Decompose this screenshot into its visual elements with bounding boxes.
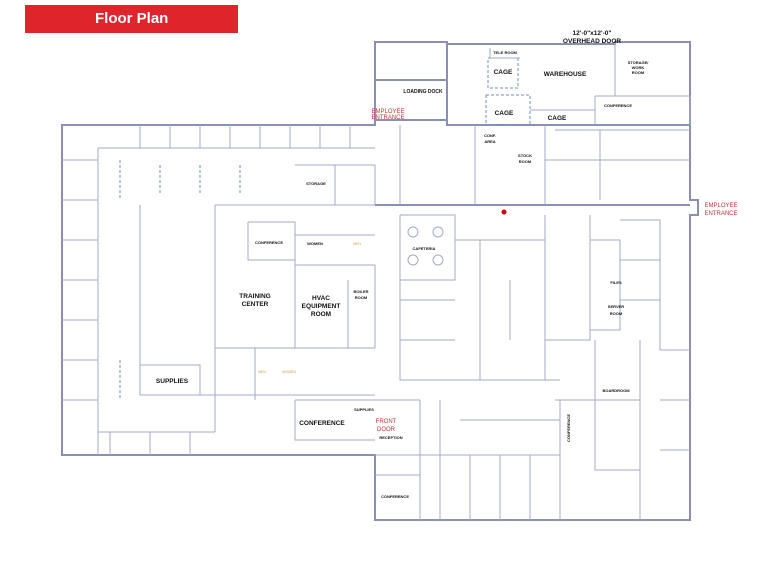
employee-entrance-label: ENTRANCE [704,211,737,217]
employee-entrance-label: EMPLOYEE [371,109,404,115]
storage-work-room-label: WORK [632,65,645,70]
room-labels: 12'-0"x12'-0" OVERHEAD DOOR TELE ROOM CA… [156,30,738,499]
cafeteria-label: CAFETERIA [413,246,436,251]
supplies-label: SUPPLIES [354,407,374,412]
stock-room-label: ROOM [519,159,532,164]
employee-entrance-label: ENTRANCE [371,115,404,121]
front-door-label: FRONT [376,419,397,425]
restroom-label: MEN [353,242,361,246]
walls [61,41,699,521]
boardroom-label: BOARDROOM [602,388,630,393]
hvac-room-label: ROOM [311,311,331,318]
conference-label: CONFERENCE [566,414,571,442]
files-label: FILES [610,280,622,285]
reception-label: RECEPTION [379,435,402,440]
boiler-room-label: ROOM [355,295,368,300]
employee-entrance-label: EMPLOYEE [704,203,737,209]
storage-work-room-label: STORAGE/ [628,60,650,65]
cage-label: CAGE [494,69,513,76]
restroom-label: WOMEN [307,241,323,246]
tele-room-label: TELE ROOM [493,50,517,55]
warehouse-label: WAREHOUSE [544,71,587,78]
overhead-door-label: 12'-0"x12'-0" [573,30,612,37]
restroom-label: MEN [258,370,266,374]
cage-label: CAGE [548,115,567,122]
hvac-room-label: HVAC [312,295,330,302]
conference-label: CONFERENCE [299,420,345,427]
restroom-label: WOMEN [282,370,296,374]
boiler-room-label: BOILER [353,289,368,294]
overhead-door-label: OVERHEAD DOOR [563,38,621,45]
conf-area-label: AREA [484,139,495,144]
conference-label: CONFERENCE [255,240,283,245]
page-title: Floor Plan [25,5,238,33]
training-center-label: CENTER [242,301,269,308]
conference-label: CONFERENCE [604,103,632,108]
furniture [407,209,507,266]
conf-area-label: CONF. [484,133,496,138]
storage-label: STORAGE [306,181,326,186]
server-room-label: ROOM [610,311,623,316]
supplies-label: SUPPLIES [156,378,189,385]
loading-dock-label: LOADING DOCK [403,89,443,95]
server-room-label: SERVER [608,304,624,309]
training-center-label: TRAINING [239,293,270,300]
hvac-room-label: EQUIPMENT [302,303,341,310]
front-door-label: DOOR [377,427,396,433]
cage-label: CAGE [495,110,514,117]
stock-room-label: STOCK [518,153,532,158]
conference-label: CONFERENCE [381,494,409,499]
storage-work-room-label: ROOM [632,70,645,75]
